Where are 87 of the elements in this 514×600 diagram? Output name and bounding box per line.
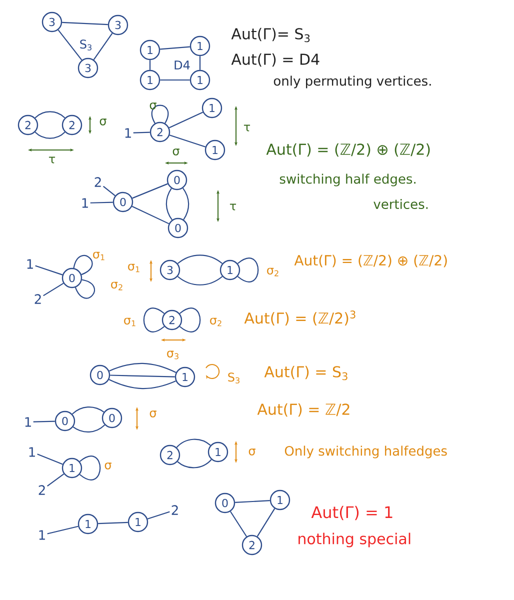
leg-label: 2 bbox=[172, 505, 178, 515]
formula-text: Aut(Γ) = 1 bbox=[311, 506, 392, 520]
symmetry-label: σ bbox=[104, 462, 112, 470]
symmetry-label: σ bbox=[248, 448, 256, 456]
symmetry-label: σ$_{1}$ bbox=[93, 252, 104, 260]
formula-text: Aut(Γ) = (ℤ/2)$^{3}$ bbox=[244, 310, 356, 326]
graph-edge bbox=[47, 526, 78, 534]
graph-edge bbox=[169, 134, 206, 148]
graph-edge bbox=[98, 522, 128, 524]
symmetry-label: σ bbox=[172, 148, 180, 156]
graph-edge bbox=[177, 276, 223, 286]
note-text: Only switching halfedges bbox=[284, 446, 447, 458]
symmetry-label: τ bbox=[48, 156, 56, 164]
graph-edge bbox=[199, 56, 201, 70]
leg-label: 1 bbox=[29, 447, 35, 457]
graph-edge bbox=[79, 456, 101, 480]
formula-text: Aut(Γ) = D4 bbox=[231, 53, 320, 67]
graph-edge bbox=[147, 511, 170, 520]
note-text: switching half edges. bbox=[280, 174, 416, 186]
leg-label: 2 bbox=[38, 485, 45, 495]
graph-edge bbox=[151, 104, 169, 124]
graph-label: S$_{3}$ bbox=[80, 40, 92, 50]
graph-edge bbox=[110, 374, 175, 378]
graph-edge bbox=[143, 308, 165, 332]
formula-text: Aut(Γ) = S$_{3}$ bbox=[264, 366, 348, 380]
graph-edge bbox=[108, 378, 176, 390]
symmetry-label: S$_{3}$ bbox=[228, 372, 240, 384]
graph-edge bbox=[58, 30, 82, 60]
graph-edge bbox=[179, 308, 201, 332]
graph-edge bbox=[102, 186, 116, 196]
graph-edge bbox=[230, 511, 247, 537]
symmetry-label: σ$_{2}$ bbox=[267, 268, 278, 276]
symmetry-label: σ$_{3}$ bbox=[167, 350, 178, 360]
graph-edge bbox=[93, 32, 113, 60]
formula-text: Aut(Γ) = (ℤ/2) ⊕ (ℤ/2) bbox=[266, 143, 430, 157]
graph-edge bbox=[35, 265, 63, 276]
symmetry-label: σ$_{1}$ bbox=[128, 264, 140, 272]
graph-edge bbox=[237, 258, 259, 282]
graph-label: D4 bbox=[174, 60, 190, 70]
leg-label: 2 bbox=[94, 177, 101, 187]
graph-edge bbox=[256, 508, 276, 537]
graph-edge bbox=[132, 206, 170, 224]
graph-edge bbox=[160, 79, 190, 81]
symmetry-label: τ bbox=[230, 204, 236, 210]
formula-text: Aut(Γ) = ℤ/2 bbox=[257, 403, 350, 417]
graph-edge bbox=[73, 255, 93, 276]
symmetry-label: σ bbox=[100, 118, 106, 126]
symmetry-label: σ$_{1}$ bbox=[124, 318, 136, 326]
graph-edge bbox=[177, 254, 223, 264]
symmetry-label: σ bbox=[150, 410, 156, 418]
graph-edge bbox=[72, 406, 104, 414]
graph-edge bbox=[33, 420, 55, 422]
leg-label: 2 bbox=[34, 294, 41, 304]
graph-edge bbox=[43, 282, 64, 296]
leg-label: 1 bbox=[39, 530, 45, 540]
graph-edge bbox=[149, 60, 151, 70]
graph-edge bbox=[34, 111, 66, 118]
leg-label: 1 bbox=[25, 417, 31, 427]
symmetry-label: σ bbox=[150, 102, 156, 110]
graph-edge bbox=[132, 183, 168, 199]
symmetry-label: τ bbox=[244, 124, 250, 132]
formula-text: Aut(Γ)= S$_{3}$ bbox=[231, 28, 310, 42]
graph-edge bbox=[160, 46, 190, 50]
leg-label: 1 bbox=[27, 259, 33, 269]
graph-edge bbox=[133, 132, 150, 134]
graph-edge bbox=[177, 459, 212, 468]
graph-edge bbox=[176, 438, 211, 448]
graph-edge bbox=[166, 188, 172, 220]
graph-edge bbox=[74, 279, 95, 299]
note-text: only permuting vertices. bbox=[274, 76, 431, 88]
leg-label: 1 bbox=[125, 128, 131, 138]
graph-edge bbox=[72, 424, 106, 432]
leg-label: 1 bbox=[82, 198, 88, 208]
graph-edge bbox=[62, 22, 108, 26]
graph-edge bbox=[34, 132, 66, 139]
graph-edge bbox=[90, 202, 113, 204]
graph-edge bbox=[37, 454, 63, 465]
graph-edge bbox=[168, 112, 204, 128]
formula-text: Aut(Γ) = (ℤ/2) ⊕ (ℤ/2) bbox=[294, 254, 447, 268]
symmetry-label: σ$_{2}$ bbox=[210, 318, 222, 326]
symmetry-label: σ$_{2}$ bbox=[111, 282, 122, 290]
note-text: vertices. bbox=[374, 198, 428, 210]
graph-edge bbox=[109, 362, 176, 374]
graph-edge bbox=[182, 188, 190, 220]
graph-edge bbox=[47, 474, 64, 487]
note-text: nothing special bbox=[298, 532, 410, 548]
graph-edge bbox=[235, 500, 270, 503]
